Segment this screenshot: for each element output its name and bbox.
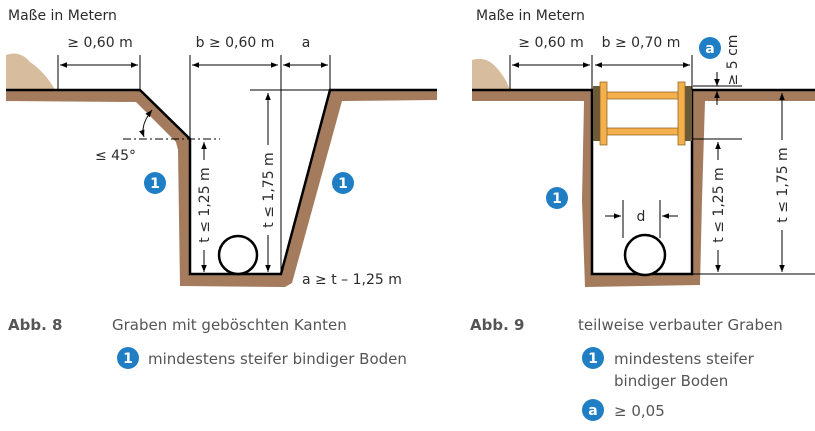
trench-shoring bbox=[593, 81, 692, 146]
legend-badge-a: a bbox=[582, 399, 604, 421]
caption-label: Abb. 9 bbox=[470, 316, 524, 334]
spoil-heap bbox=[472, 58, 510, 90]
pipe bbox=[217, 234, 259, 276]
caption-title: Graben mit geböschten Kanten bbox=[112, 316, 347, 334]
caption-label: Abb. 8 bbox=[8, 316, 62, 334]
badge-1-right: 1 bbox=[332, 172, 354, 194]
badge-a: a bbox=[699, 37, 721, 59]
pipe bbox=[623, 233, 667, 277]
spoil-heap bbox=[6, 53, 55, 90]
badge-1: 1 bbox=[546, 187, 568, 209]
depth-175-label: t ≤ 1,75 m bbox=[775, 147, 791, 222]
figure-9: Maße in Metern ≥ 0,60 m b ≥ 0,70 m a ≥ 5… bbox=[470, 8, 815, 421]
legend-1-line1: mindestens steifer bbox=[614, 350, 755, 368]
soil-section bbox=[6, 90, 437, 287]
badge-1-left: 1 bbox=[144, 172, 166, 194]
dim-a-label: a bbox=[302, 35, 311, 51]
legend-badge-1: 1 bbox=[117, 347, 139, 369]
legend-badge-1: 1 bbox=[582, 347, 604, 369]
caption-title: teilweise verbauter Graben bbox=[578, 316, 783, 334]
dim-width-label: b ≥ 0,70 m bbox=[602, 35, 681, 51]
svg-text:a: a bbox=[705, 41, 714, 57]
angle-arc bbox=[139, 109, 153, 138]
a-rule-label: a ≥ t – 1,25 m bbox=[302, 272, 402, 288]
svg-text:1: 1 bbox=[338, 176, 348, 192]
dim-berm-label: ≥ 0,60 m bbox=[518, 35, 583, 51]
units-note: Maße in Metern bbox=[8, 8, 117, 24]
legend-a-text: ≥ 0,05 bbox=[614, 402, 665, 420]
svg-text:d: d bbox=[637, 209, 646, 225]
depth-175-label: t ≤ 1,75 m bbox=[261, 152, 277, 227]
svg-text:1: 1 bbox=[150, 176, 160, 192]
angle-label: ≤ 45° bbox=[95, 148, 136, 164]
dim-berm-label: ≥ 0,60 m bbox=[67, 35, 132, 51]
units-note: Maße in Metern bbox=[476, 8, 585, 24]
depth-125-label: t ≤ 1,25 m bbox=[711, 167, 727, 242]
legend-1-text: mindestens steifer bindiger Boden bbox=[148, 350, 407, 368]
svg-text:1: 1 bbox=[552, 191, 562, 207]
svg-text:1: 1 bbox=[123, 351, 133, 367]
svg-text:1: 1 bbox=[588, 351, 598, 367]
legend-1-line2: bindiger Boden bbox=[614, 372, 728, 390]
figure-8: Maße in Metern ≥ 0,60 m b ≥ 0,60 m a ≤ 4… bbox=[6, 8, 437, 369]
overhang-label: ≥ 5 cm bbox=[725, 35, 741, 86]
depth-125-label: t ≤ 1,25 m bbox=[197, 167, 213, 242]
pipe-diameter: d bbox=[605, 200, 678, 238]
svg-text:a: a bbox=[588, 403, 597, 419]
dim-width-label: b ≥ 0,60 m bbox=[196, 35, 275, 51]
